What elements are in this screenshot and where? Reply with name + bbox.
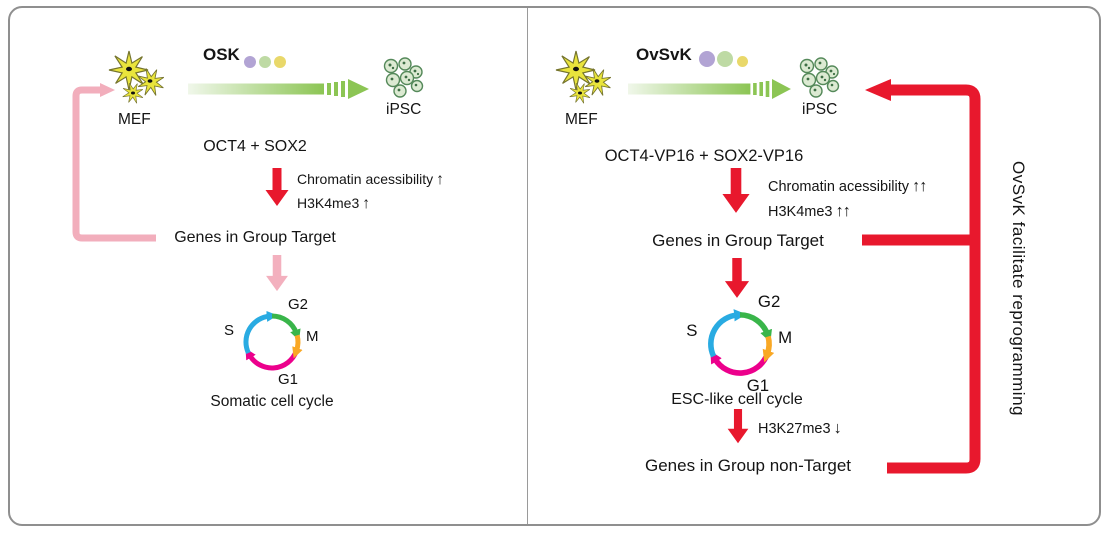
cycle-phase-g2: G2 <box>757 292 781 312</box>
red-feedback-arrow-icon <box>862 79 981 474</box>
chromatin-effect: Chromatin acessibility↑↑ <box>768 177 927 196</box>
cycle-caption: ESC-like cell cycle <box>671 391 803 408</box>
panel-divider <box>527 8 528 524</box>
ipsc-label: iPSC <box>386 101 422 118</box>
factor-dot-purple <box>699 51 715 67</box>
factor-dot-yellow <box>274 56 286 68</box>
red-down-arrow-icon <box>727 409 749 444</box>
cycle-caption: Somatic cell cycle <box>210 393 334 410</box>
pink-down-arrow-icon <box>266 255 288 292</box>
factors-line: OCT4 + SOX2 <box>203 138 307 155</box>
h3k27me3-effect: H3K27me3↓ <box>758 419 842 438</box>
cycle-phase-m: M <box>306 328 319 345</box>
feedback-arrow-label: OvSvK facilitate reprogramming <box>1009 160 1028 416</box>
ipsc-icon <box>383 57 424 98</box>
h3k4me3-effect: H3K4me3↑ <box>297 195 370 213</box>
cycle-phase-g2: G2 <box>288 296 309 313</box>
cell-cycle-diagram: G2 M G1 S <box>684 288 796 400</box>
factor-dot-green <box>259 56 271 68</box>
chromatin-effect-text: Chromatin acessibility <box>297 171 434 187</box>
up-arrow-glyph: ↑ <box>436 171 444 188</box>
h3k4me3-effect-text: H3K4me3 <box>768 204 833 220</box>
up-arrow-glyph: ↑ <box>362 195 370 212</box>
chromatin-effect: Chromatin acessibility↑ <box>297 171 444 189</box>
chromatin-effect-text: Chromatin acessibility <box>768 179 910 195</box>
genes-target-label: Genes in Group Target <box>652 231 824 250</box>
mef-icon <box>550 46 625 112</box>
pink-feedback-arrow-icon <box>72 83 156 242</box>
red-down-arrow-icon <box>265 168 289 206</box>
cell-cycle-diagram: G2 M G1 S <box>222 292 322 392</box>
factor-dot-green <box>717 51 733 67</box>
down-arrow-glyph: ↓ <box>833 419 842 437</box>
up-arrows-glyph: ↑↑ <box>835 202 850 220</box>
genes-target-label: Genes in Group Target <box>174 229 336 246</box>
cycle-phase-s: S <box>224 322 235 339</box>
factor-dot-purple <box>244 56 256 68</box>
up-arrows-glyph: ↑↑ <box>912 177 927 195</box>
reprogramming-arrow-icon <box>188 79 369 99</box>
h3k4me3-effect: H3K4me3↑↑ <box>768 202 851 221</box>
factors-line: OCT4-VP16 + SOX2-VP16 <box>604 147 804 165</box>
h3k4me3-effect-text: H3K4me3 <box>297 195 360 211</box>
factor-dot-yellow <box>737 56 748 67</box>
ovsvk-label: OvSvK <box>636 45 692 64</box>
cycle-phase-g1: G1 <box>746 376 770 396</box>
osk-label: OSK <box>203 45 240 64</box>
red-down-arrow-icon <box>722 168 750 213</box>
h3k27me3-effect-text: H3K27me3 <box>758 421 831 437</box>
cycle-phase-m: M <box>778 328 793 348</box>
cycle-phase-s: S <box>686 321 698 341</box>
cycle-phase-g1: G1 <box>278 371 299 388</box>
ipsc-label: iPSC <box>802 101 838 118</box>
reprogramming-arrow-icon <box>628 79 791 99</box>
mef-label: MEF <box>565 111 598 128</box>
ipsc-icon <box>799 57 840 98</box>
genes-nontarget-label: Genes in Group non-Target <box>644 456 851 475</box>
mef-label: MEF <box>118 111 151 128</box>
